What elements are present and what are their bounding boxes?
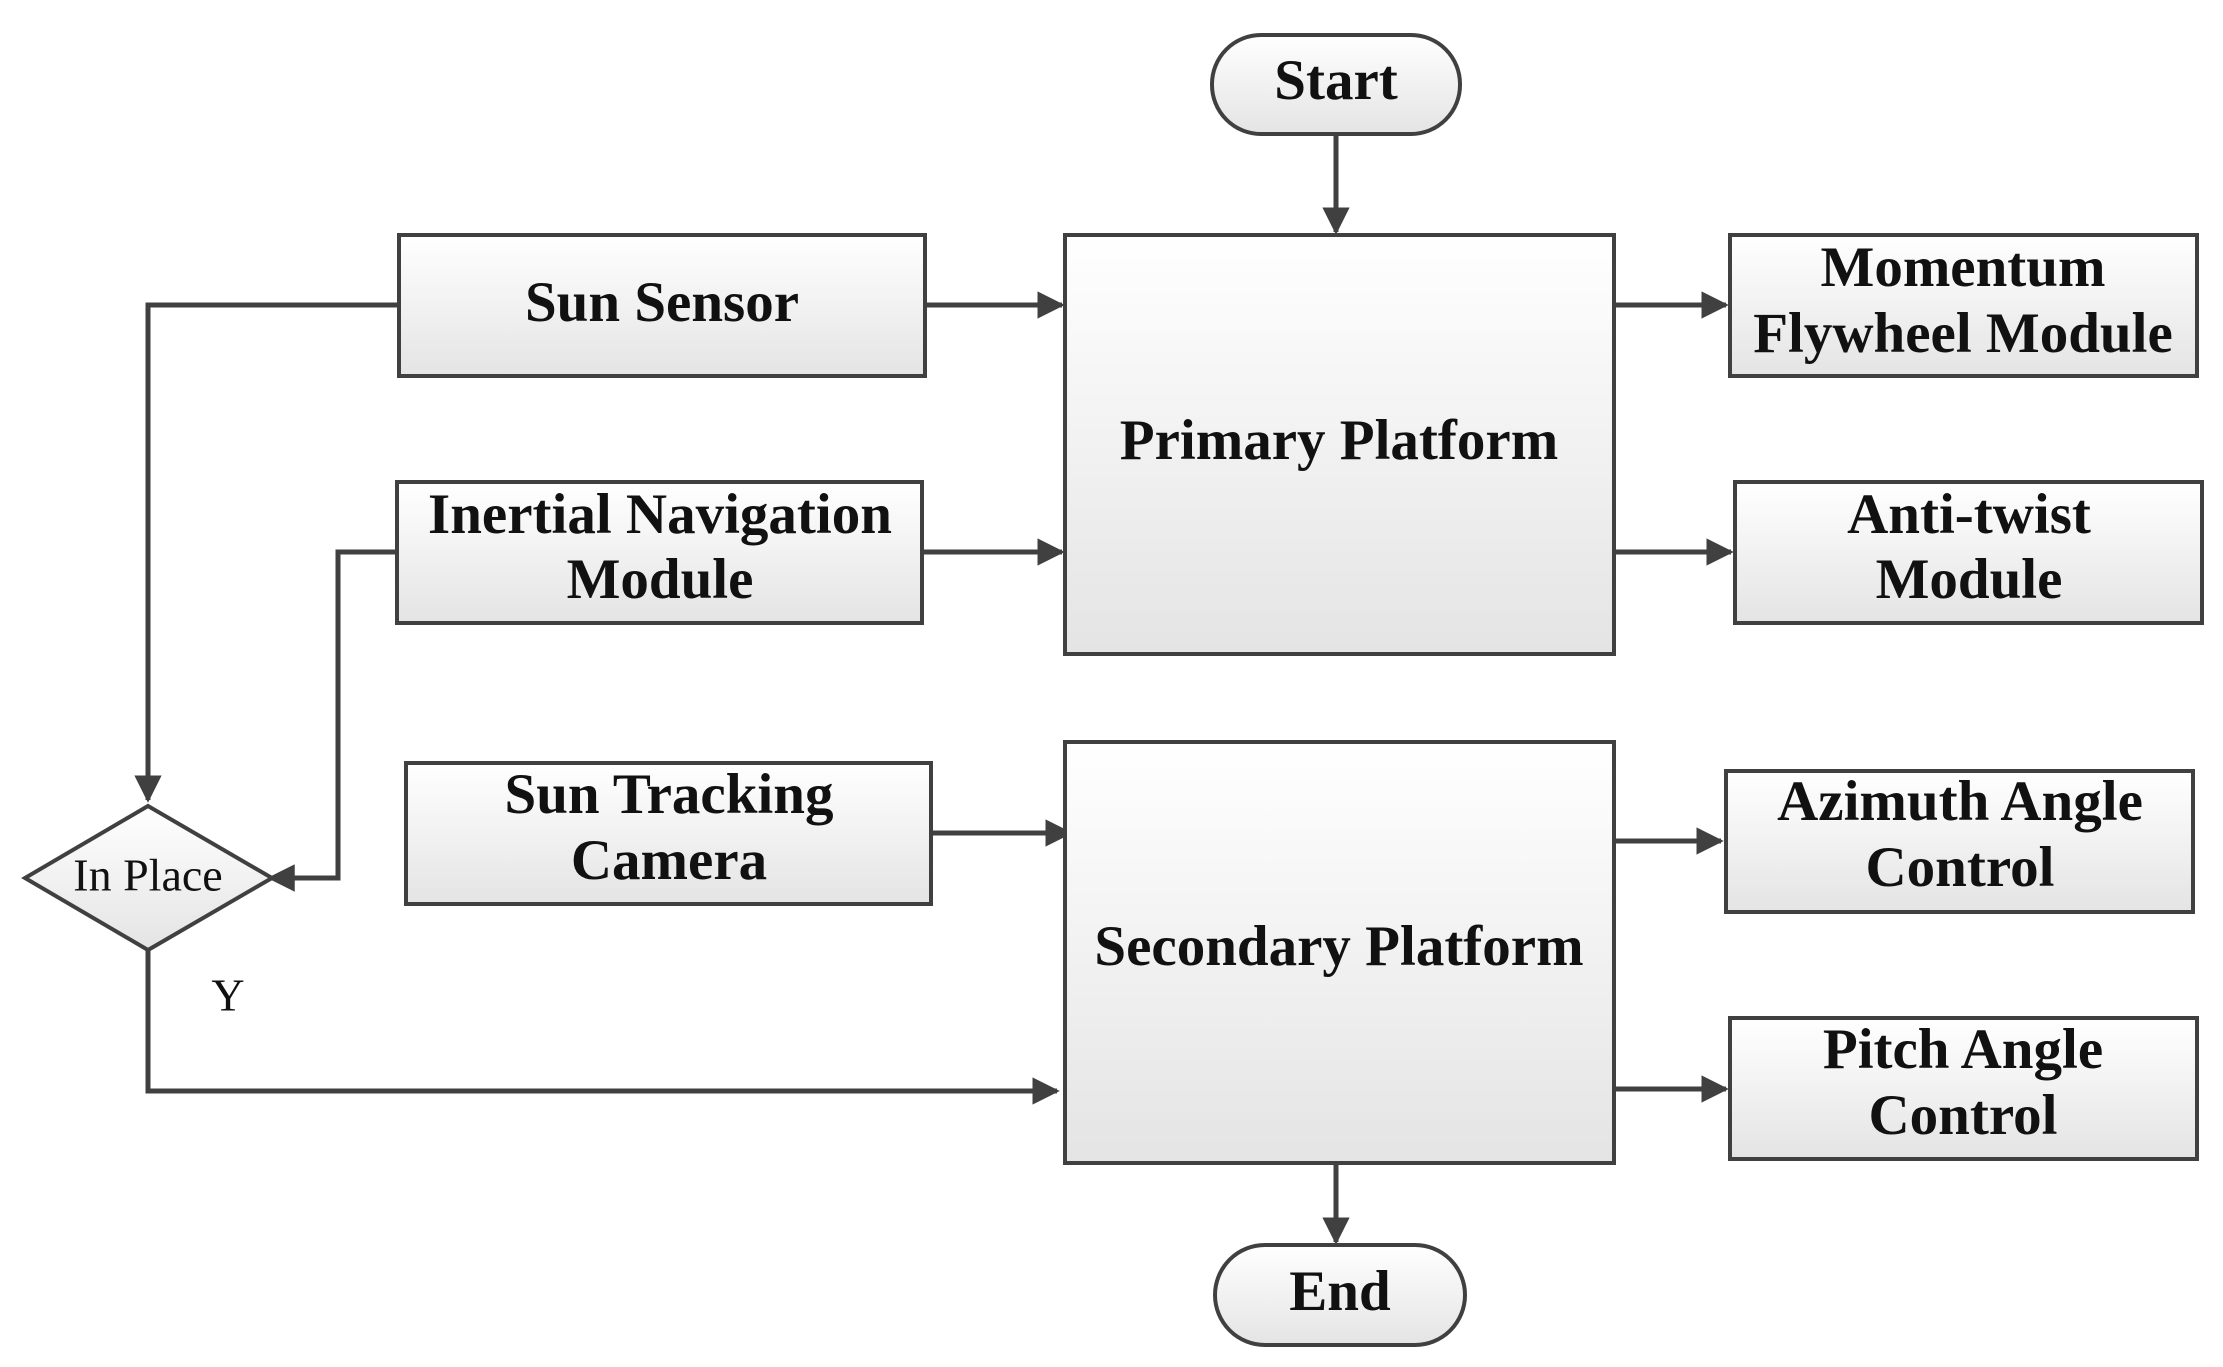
connectors bbox=[134, 134, 1734, 1245]
start-terminator: Start bbox=[1210, 33, 1462, 136]
primary-platform-label: Primary Platform bbox=[1120, 409, 1558, 472]
arrow-decision-to-secondary bbox=[145, 951, 1060, 1105]
pitch-angle-control-label-line2: Control bbox=[1869, 1084, 2058, 1147]
arrow-sun-sensor-to-decision bbox=[134, 302, 398, 803]
primary-platform-box: Primary Platform bbox=[1063, 233, 1616, 656]
momentum-flywheel-label-line1: Momentum bbox=[1821, 236, 2106, 299]
pitch-angle-control-box: Pitch Angle Control bbox=[1728, 1016, 2199, 1161]
momentum-flywheel-label-line2: Flywheel Module bbox=[1753, 302, 2173, 365]
in-place-label: In Place bbox=[73, 850, 222, 901]
sun-tracking-camera-label-line1: Sun Tracking bbox=[505, 763, 834, 826]
secondary-platform-box: Secondary Platform bbox=[1063, 740, 1616, 1165]
sun-tracking-camera-box: Sun Tracking Camera bbox=[404, 761, 933, 906]
sun-sensor-box: Sun Sensor bbox=[397, 233, 927, 378]
in-place-decision: In Place bbox=[21, 803, 276, 953]
azimuth-angle-control-label-line2: Control bbox=[1866, 836, 2055, 899]
secondary-platform-label: Secondary Platform bbox=[1094, 915, 1583, 978]
sun-sensor-label: Sun Sensor bbox=[525, 271, 799, 334]
inertial-navigation-label-line1: Inertial Navigation bbox=[428, 483, 892, 546]
end-terminator: End bbox=[1213, 1243, 1467, 1347]
pitch-angle-control-label-line1: Pitch Angle bbox=[1823, 1018, 2103, 1081]
anti-twist-label-line1: Anti-twist bbox=[1847, 483, 2091, 546]
end-label: End bbox=[1289, 1260, 1391, 1323]
start-label: Start bbox=[1274, 49, 1397, 112]
anti-twist-label-line2: Module bbox=[1876, 548, 2063, 611]
azimuth-angle-control-label-line1: Azimuth Angle bbox=[1777, 770, 2143, 833]
sun-tracking-camera-label-line2: Camera bbox=[571, 829, 767, 892]
momentum-flywheel-box: Momentum Flywheel Module bbox=[1728, 233, 2199, 378]
arrow-inertial-to-decision bbox=[267, 549, 398, 892]
anti-twist-box: Anti-twist Module bbox=[1733, 480, 2204, 625]
yes-branch-label: Y bbox=[211, 970, 244, 1021]
azimuth-angle-control-box: Azimuth Angle Control bbox=[1724, 769, 2195, 914]
inertial-navigation-label-line2: Module bbox=[567, 548, 754, 611]
inertial-navigation-box: Inertial Navigation Module bbox=[395, 480, 924, 625]
